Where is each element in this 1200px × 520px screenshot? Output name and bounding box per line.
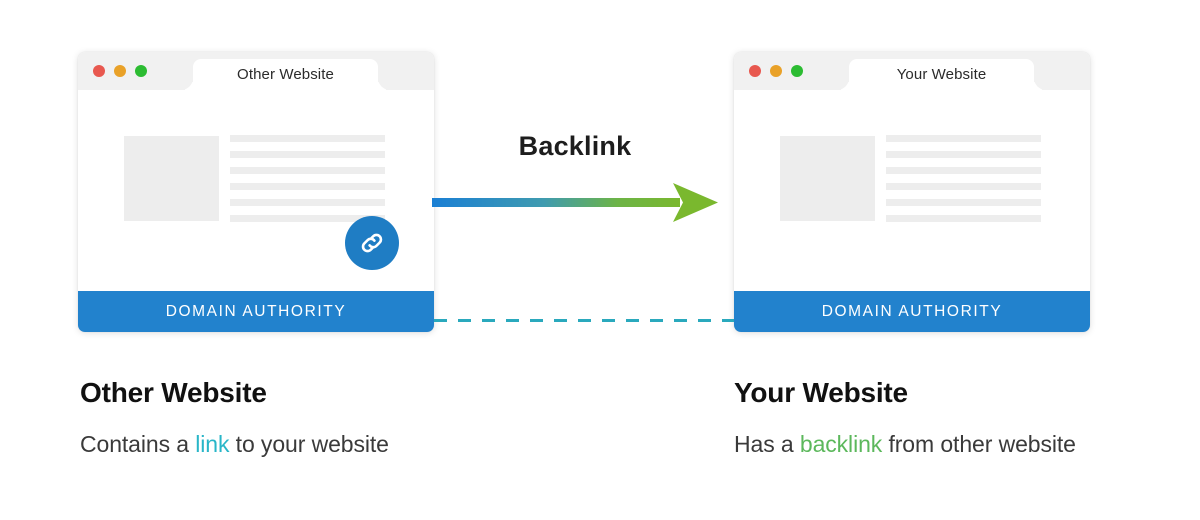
placeholder-line (230, 183, 385, 190)
backlink-arrow-label: Backlink (518, 131, 632, 161)
browser-window-your-website: Your Website DOMAIN AUTHORITY (734, 52, 1090, 332)
placeholder-line (886, 199, 1041, 206)
browser-chrome-bar: Your Website (734, 52, 1090, 90)
maximize-dot-icon[interactable] (135, 65, 147, 77)
caption-subtitle-highlight: backlink (799, 430, 883, 457)
browser-tab-other-website[interactable]: Other Website (193, 59, 378, 90)
caption-subtitle: Contains a link to your website (80, 431, 389, 457)
placeholder-line (230, 151, 385, 158)
caption-subtitle-after: to your website (229, 430, 389, 457)
placeholder-line (886, 183, 1041, 190)
browser-tab-label: Your Website (896, 66, 987, 83)
placeholder-line (230, 167, 385, 174)
traffic-light-dots (749, 65, 803, 77)
placeholder-line (886, 135, 1041, 142)
placeholder-line (230, 135, 385, 142)
caption-title: Your Website (734, 377, 908, 408)
caption-subtitle-after: from other website (882, 430, 1076, 457)
caption-subtitle-highlight: link (195, 430, 230, 457)
text-placeholder-lines (230, 135, 385, 222)
browser-window-other-website: Other Website (78, 52, 434, 332)
backlink-arrow (430, 178, 720, 228)
close-dot-icon[interactable] (93, 65, 105, 77)
placeholder-line (230, 215, 385, 222)
browser-tab-your-website[interactable]: Your Website (849, 59, 1034, 90)
caption-subtitle: Has a backlink from other website (734, 431, 1076, 457)
chain-link-icon (357, 228, 387, 258)
caption-subtitle-before: Contains a (80, 430, 196, 457)
image-placeholder (124, 136, 219, 221)
close-dot-icon[interactable] (749, 65, 761, 77)
caption-other-website: Other Website Contains a link to your we… (80, 377, 389, 457)
placeholder-line (886, 151, 1041, 158)
placeholder-line (886, 215, 1041, 222)
minimize-dot-icon[interactable] (114, 65, 126, 77)
placeholder-line (230, 199, 385, 206)
text-placeholder-lines (886, 135, 1041, 222)
page-content-area (734, 90, 1090, 290)
domain-authority-bar-right: DOMAIN AUTHORITY (734, 291, 1090, 332)
browser-chrome-bar: Other Website (78, 52, 434, 90)
domain-authority-label: DOMAIN AUTHORITY (165, 302, 347, 320)
domain-authority-label: DOMAIN AUTHORITY (821, 302, 1003, 320)
browser-tab-label: Other Website (237, 66, 334, 83)
caption-title: Other Website (80, 377, 267, 408)
minimize-dot-icon[interactable] (770, 65, 782, 77)
placeholder-line (886, 167, 1041, 174)
image-placeholder (780, 136, 875, 221)
caption-subtitle-before: Has a (734, 430, 800, 457)
page-content-area (78, 90, 434, 290)
caption-your-website: Your Website Has a backlink from other w… (734, 377, 1076, 457)
traffic-light-dots (93, 65, 147, 77)
maximize-dot-icon[interactable] (791, 65, 803, 77)
domain-authority-dashed-connector (434, 309, 734, 322)
domain-authority-bar-left: DOMAIN AUTHORITY (78, 291, 434, 332)
chain-link-badge[interactable] (345, 216, 399, 270)
